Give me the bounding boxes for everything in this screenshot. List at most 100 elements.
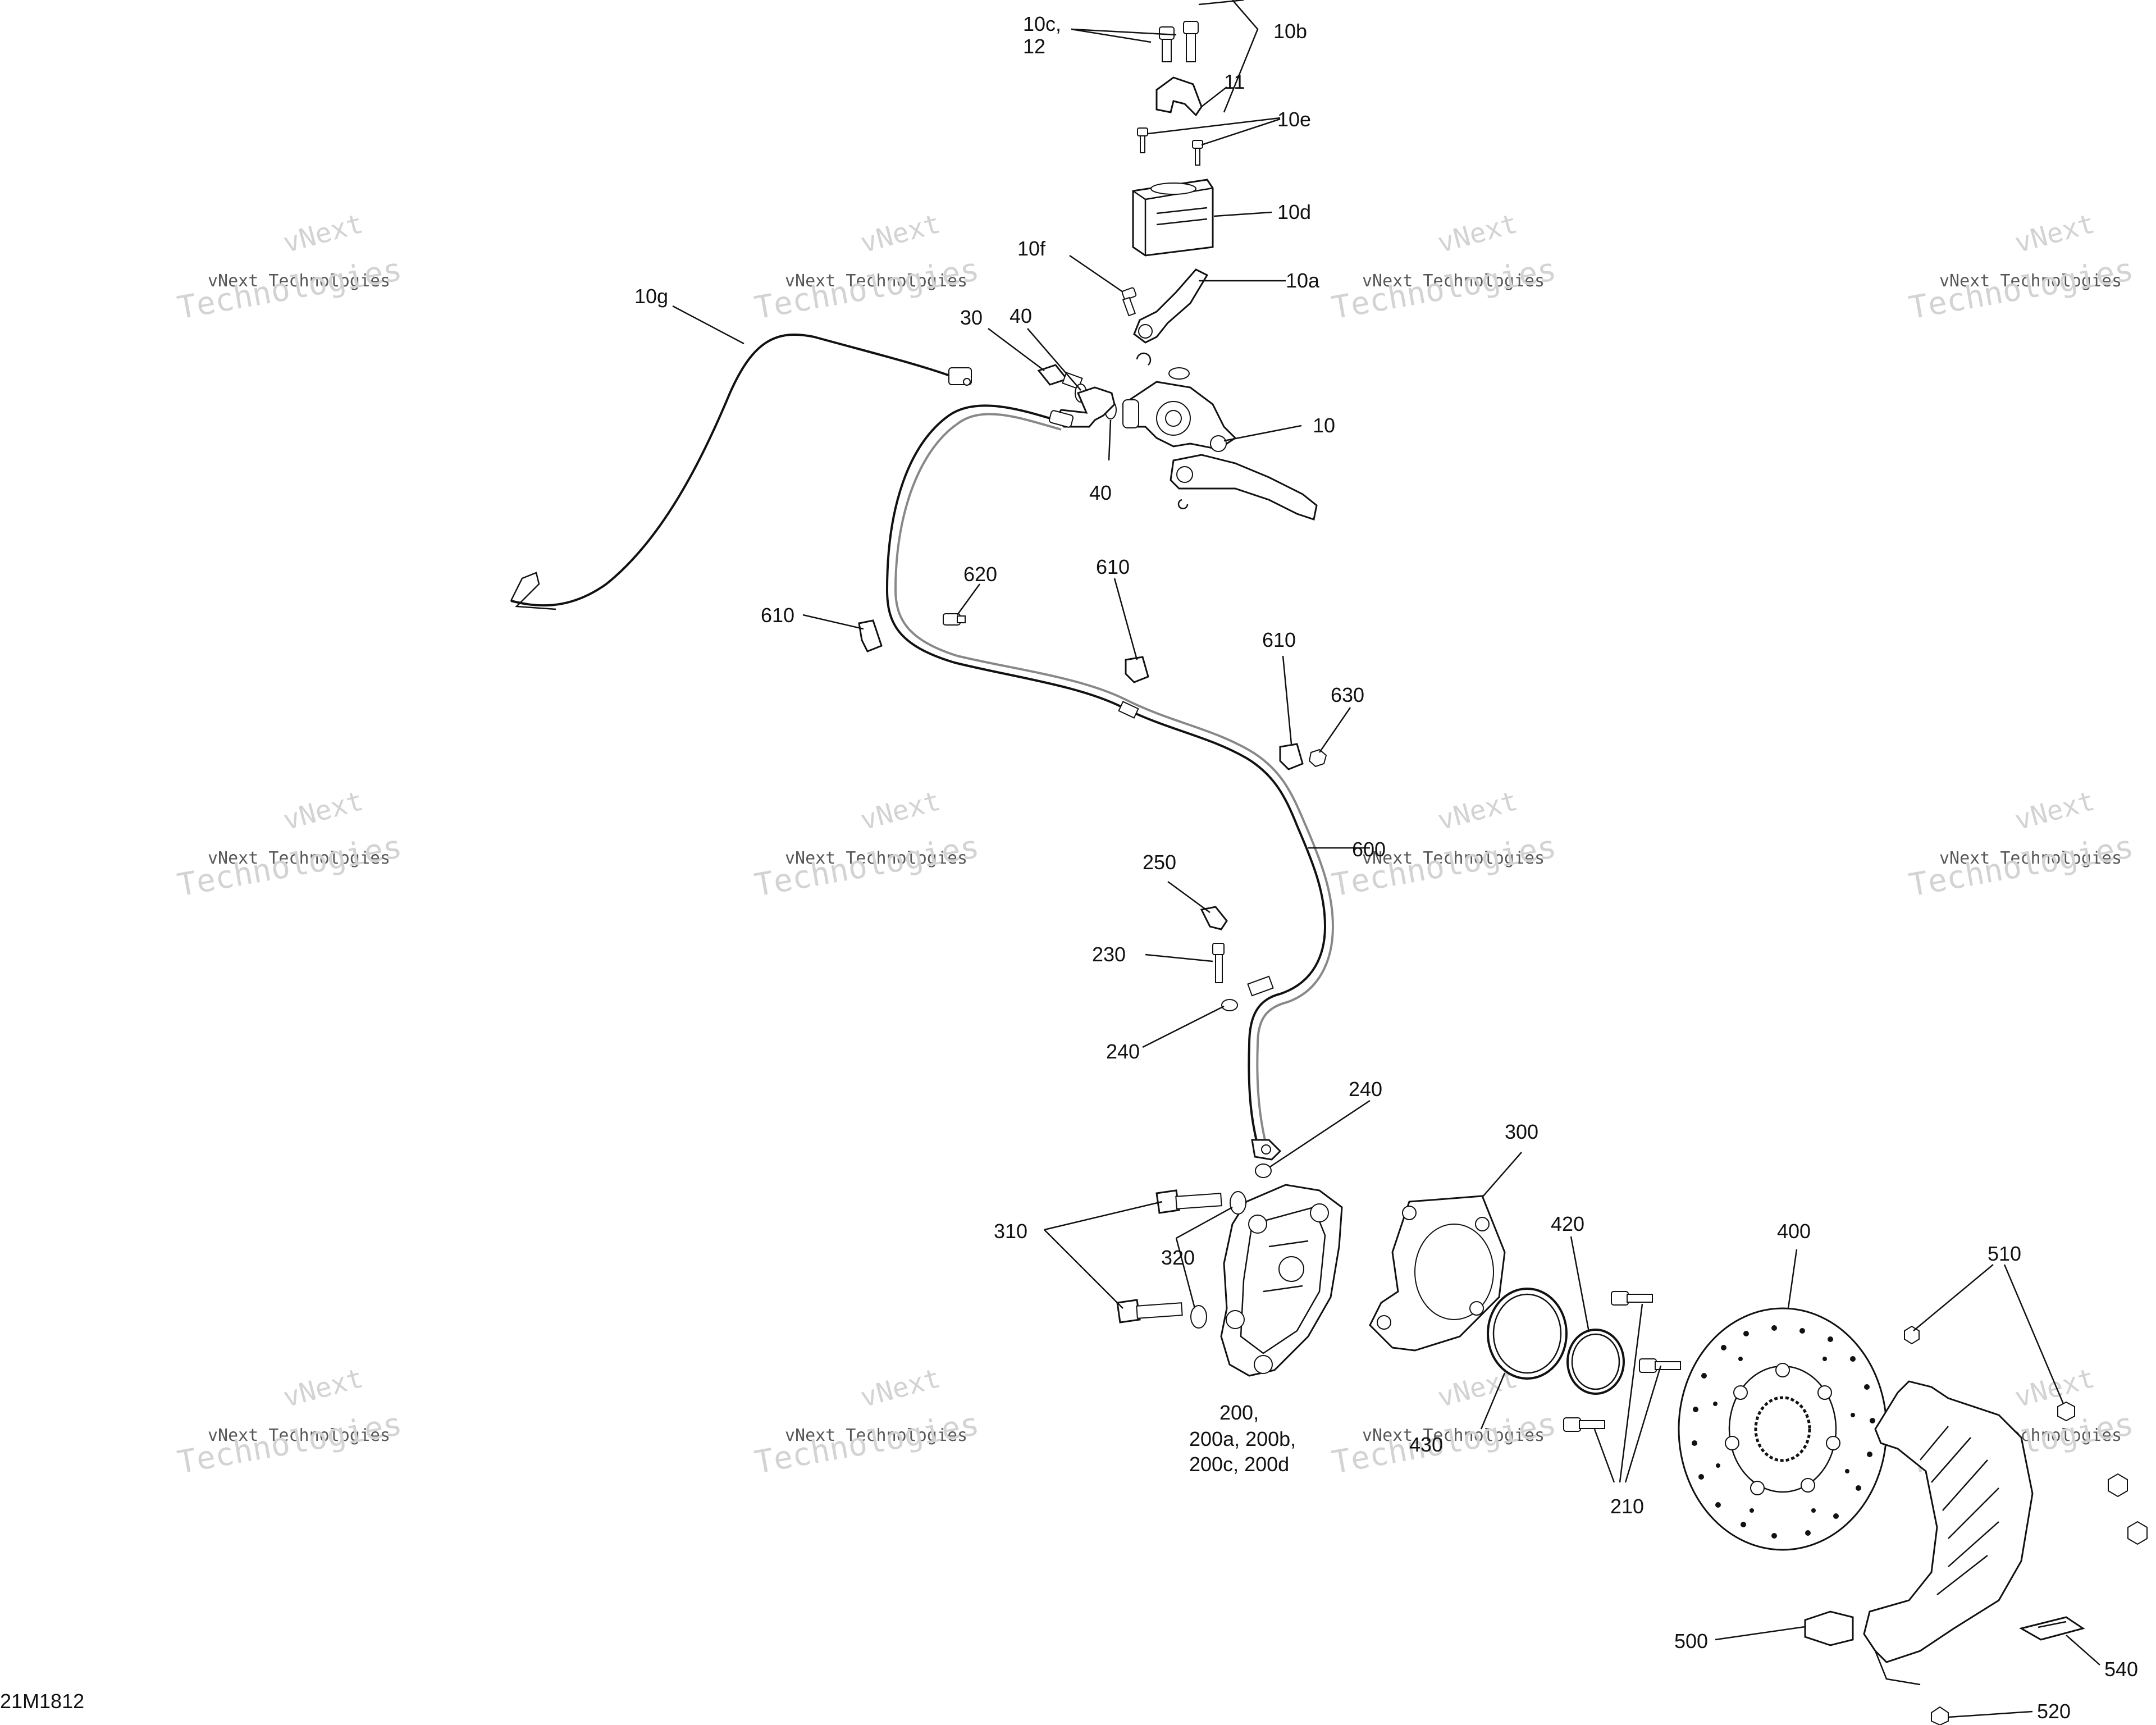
switch-wire-10g	[510, 334, 972, 610]
callout-500: 500	[1674, 1630, 1708, 1653]
svg-text:vNext: vNext	[2012, 785, 2098, 836]
screw-12	[1159, 26, 1175, 62]
nut-510-c	[2108, 1473, 2128, 1498]
callout-250: 250	[1143, 851, 1176, 874]
clip-610-mid	[1125, 656, 1149, 683]
watermark: vNext vNext Technologies Technologies	[752, 1362, 982, 1481]
callout-10c: 10c,	[1023, 12, 1061, 35]
screw-10e	[1137, 127, 1203, 166]
svg-text:Technologies: Technologies	[175, 252, 405, 327]
diagram-id: 21M1812	[0, 1690, 84, 1713]
svg-text:vNext: vNext	[857, 785, 944, 836]
nut-510-b	[2057, 1401, 2075, 1422]
watermark: vNext vNext Technologies Technologies	[175, 1362, 405, 1481]
watermark: vNext vNext Technologies Technologies	[1329, 1362, 1559, 1481]
washer-240-left	[1221, 999, 1238, 1011]
svg-text:Technologies: Technologies	[1906, 252, 2136, 327]
svg-text:Technologies: Technologies	[752, 1406, 982, 1481]
svg-text:vNext Technologies: vNext Technologies	[785, 848, 967, 868]
callout-10e: 10e	[1277, 108, 1311, 131]
parts	[510, 21, 2148, 1725]
callout-40-top: 40	[1010, 304, 1032, 327]
brake-hose-600	[885, 404, 1335, 1161]
svg-text:Technologies: Technologies	[752, 252, 982, 327]
svg-text:vNext: vNext	[2012, 208, 2098, 259]
callout-30: 30	[960, 306, 983, 329]
svg-text:vNext: vNext	[2012, 1362, 2098, 1413]
svg-text:vNext: vNext	[280, 1362, 367, 1413]
reservoir-10d	[1132, 179, 1214, 257]
ring-430	[1487, 1288, 1568, 1380]
watermark: vNext vNext Technologies Technologies	[1906, 785, 2136, 904]
washer-240-right	[1255, 1163, 1272, 1178]
callout-10g: 10g	[634, 285, 668, 308]
svg-text:vNext: vNext	[857, 1362, 944, 1413]
banjo-bolt-30	[1037, 364, 1083, 390]
callout-10b: 10b	[1273, 20, 1307, 43]
callout-620: 620	[963, 563, 997, 586]
callout-200-line1: 200,	[1219, 1401, 1259, 1424]
callout-310: 310	[994, 1220, 1027, 1243]
svg-text:vNext Technologies: vNext Technologies	[1362, 848, 1545, 868]
svg-text:vNext Technologies: vNext Technologies	[785, 1426, 967, 1445]
svg-text:vNext Technologies: vNext Technologies	[785, 271, 967, 291]
callout-10d: 10d	[1277, 200, 1311, 223]
callout-210: 210	[1610, 1495, 1644, 1518]
callout-200-line3: 200c, 200d	[1189, 1453, 1289, 1476]
callout-610-left: 610	[761, 604, 794, 627]
label-540	[2019, 1616, 2085, 1641]
caliper-200	[1220, 1184, 1343, 1377]
washer-320-top	[1230, 1191, 1246, 1215]
ring-420	[1566, 1329, 1625, 1395]
callout-40-bottom: 40	[1089, 481, 1112, 504]
svg-text:vNext Technologies: vNext Technologies	[208, 271, 390, 291]
rotor-400	[1678, 1307, 1888, 1551]
screw-10c	[1183, 21, 1199, 62]
watermark: vNext vNext Technologies Technologies	[752, 208, 982, 327]
callout-230: 230	[1092, 943, 1126, 966]
callout-600: 600	[1352, 838, 1386, 861]
cap-250	[1200, 906, 1228, 930]
guard-500	[1804, 1380, 2034, 1686]
callout-200-line2: 200a, 200b,	[1189, 1427, 1296, 1450]
callout-540: 540	[2104, 1658, 2138, 1681]
svg-text:vNext Technologies: vNext Technologies	[1939, 848, 2122, 868]
nut-630	[1308, 749, 1327, 768]
callout-240-left: 240	[1106, 1040, 1140, 1063]
clip-610-left	[858, 619, 883, 652]
svg-text:vNext: vNext	[1435, 785, 1521, 836]
label-540-line	[2038, 1621, 2067, 1628]
bolt-210	[1563, 1291, 1681, 1432]
ring-420-inner	[1571, 1333, 1620, 1390]
callout-630: 630	[1331, 683, 1364, 706]
watermark: vNext vNext Technologies Technologies	[752, 785, 982, 904]
callout-400: 400	[1777, 1220, 1811, 1243]
callout-610-mid: 610	[1096, 555, 1130, 578]
svg-text:vNext: vNext	[280, 785, 367, 836]
callout-10a: 10a	[1286, 269, 1320, 292]
bolt-310-top	[1155, 1189, 1222, 1214]
bracket-300	[1369, 1195, 1506, 1352]
callout-10: 10	[1313, 414, 1335, 437]
callout-300: 300	[1505, 1120, 1538, 1143]
callouts: 10c, 12 10b 11 10e 10d 10f 10a 10g 30 40…	[634, 12, 2138, 1723]
svg-text:vNext: vNext	[1435, 208, 1521, 259]
callout-420: 420	[1551, 1212, 1584, 1235]
svg-text:vNext Technologies: vNext Technologies	[1362, 271, 1545, 291]
nut-510-a	[1904, 1325, 1920, 1345]
svg-text:vNext Technologies: vNext Technologies	[208, 848, 390, 868]
callout-520: 520	[2037, 1700, 2071, 1723]
ring-430-inner	[1492, 1293, 1562, 1374]
svg-text:vNext Technologies: vNext Technologies	[1362, 1426, 1545, 1445]
watermark: vNext vNext Technologies Technologies	[1906, 208, 2136, 327]
svg-text:vNext Technologies: vNext Technologies	[208, 1426, 390, 1445]
nut-520	[1931, 1706, 1949, 1725]
svg-text:vNext Technologies: vNext Technologies	[1939, 271, 2122, 291]
watermark: vNext vNext Technologies Technologies	[1329, 208, 1559, 327]
screw-10f	[1121, 287, 1137, 317]
clamp-11	[1155, 76, 1203, 117]
callout-610-right: 610	[1262, 628, 1296, 651]
watermark: vNext vNext Technologies Technologies	[175, 785, 405, 904]
callout-10f: 10f	[1017, 237, 1046, 260]
